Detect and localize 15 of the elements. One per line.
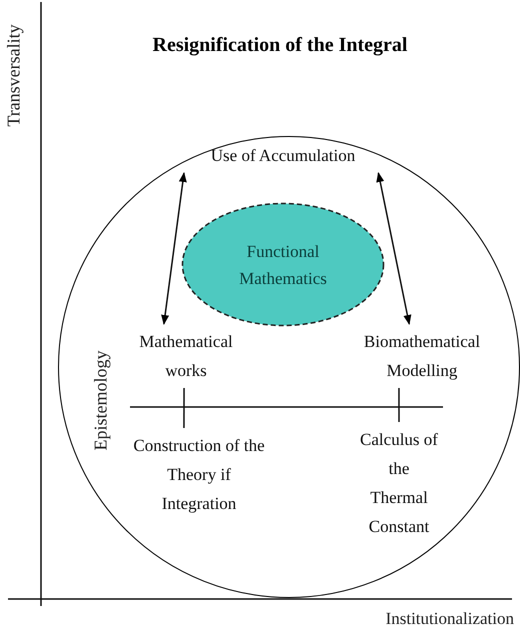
axis-label: Epistemology <box>90 350 112 450</box>
axis-label: Transversality <box>2 24 24 126</box>
ellipse-label: Functional Mathematics <box>238 240 328 290</box>
node-label: Construction of the Theory if Integration <box>133 435 265 515</box>
axis-label: Institutionalization <box>386 608 514 630</box>
node-label: Use of Accumulation <box>210 145 356 167</box>
double-arrow <box>161 172 187 325</box>
tick-line <box>183 388 185 428</box>
node-label: Calculus of the Thermal Constant <box>359 429 439 538</box>
node-label: Mathematical works <box>138 331 234 382</box>
diagram-title: Resignification of the Integral <box>152 33 408 58</box>
node-label: Biomathematical Modelling <box>362 331 482 382</box>
double-arrow <box>376 172 412 325</box>
tick-line <box>398 388 400 422</box>
dashed-ellipse <box>181 202 385 327</box>
